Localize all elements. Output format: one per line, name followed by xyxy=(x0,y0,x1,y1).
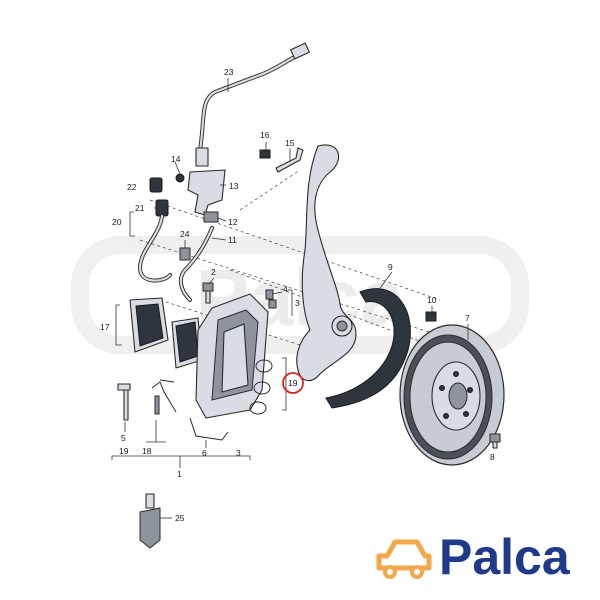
bolt-16 xyxy=(259,149,271,159)
clip-15 xyxy=(275,147,304,173)
callout-14: 14 xyxy=(171,154,181,164)
splash-shield xyxy=(325,288,411,409)
callout-17: 17 xyxy=(100,322,110,332)
callout-7: 7 xyxy=(465,313,470,323)
callout-3: 3 xyxy=(295,298,300,308)
brake-caliper xyxy=(195,293,269,419)
callout-11: 11 xyxy=(228,235,237,245)
callout-6: 6 xyxy=(202,448,207,458)
bleed-screw xyxy=(265,289,277,309)
hose-bracket xyxy=(175,169,226,223)
grease-tube xyxy=(139,493,161,549)
piston-seals xyxy=(249,359,273,415)
callout-20: 20 xyxy=(112,217,122,227)
steering-knuckle xyxy=(296,144,357,382)
callout-5: 5 xyxy=(121,433,126,443)
car-icon xyxy=(376,539,432,579)
callout-12: 12 xyxy=(228,217,238,227)
caliper-pipe xyxy=(189,417,229,441)
guide-pins xyxy=(117,379,177,421)
leader-lines xyxy=(111,78,469,519)
callout-8: 8 xyxy=(490,452,495,462)
highlight-circle xyxy=(282,372,304,394)
screw-8 xyxy=(489,433,501,449)
callout-21: 21 xyxy=(135,203,145,213)
brake-hose xyxy=(195,42,310,167)
brake-line xyxy=(178,226,214,302)
callout-15: 15 xyxy=(285,138,295,148)
bolt-2 xyxy=(202,282,214,304)
bolt-10 xyxy=(425,311,437,322)
callout-16: 16 xyxy=(260,130,270,140)
callout-1: 1 xyxy=(177,469,182,479)
callout-19-highlighted: 19 xyxy=(288,378,298,388)
callout-25: 25 xyxy=(175,513,185,523)
brand-name: Palca xyxy=(439,529,571,585)
callout-18: 18 xyxy=(142,446,152,456)
callout-22: 22 xyxy=(127,182,137,192)
callout-10: 10 xyxy=(427,295,437,305)
brake-disc xyxy=(399,324,505,466)
callout-19: 19 xyxy=(119,446,129,456)
callout-9: 9 xyxy=(388,262,393,272)
callout-labels: 23 16 15 14 13 22 21 20 12 24 11 9 2 4 3… xyxy=(100,67,495,523)
brake-pads xyxy=(129,297,203,369)
callout-24: 24 xyxy=(180,229,190,239)
callout-23: 23 xyxy=(224,67,234,77)
palca-logo: Palca xyxy=(376,529,571,585)
callout-2: 2 xyxy=(211,267,216,277)
callout-3-lower: 3 xyxy=(236,448,241,458)
wear-sensor-cable xyxy=(137,177,172,283)
callout-13: 13 xyxy=(229,181,239,191)
callout-4: 4 xyxy=(283,284,288,294)
